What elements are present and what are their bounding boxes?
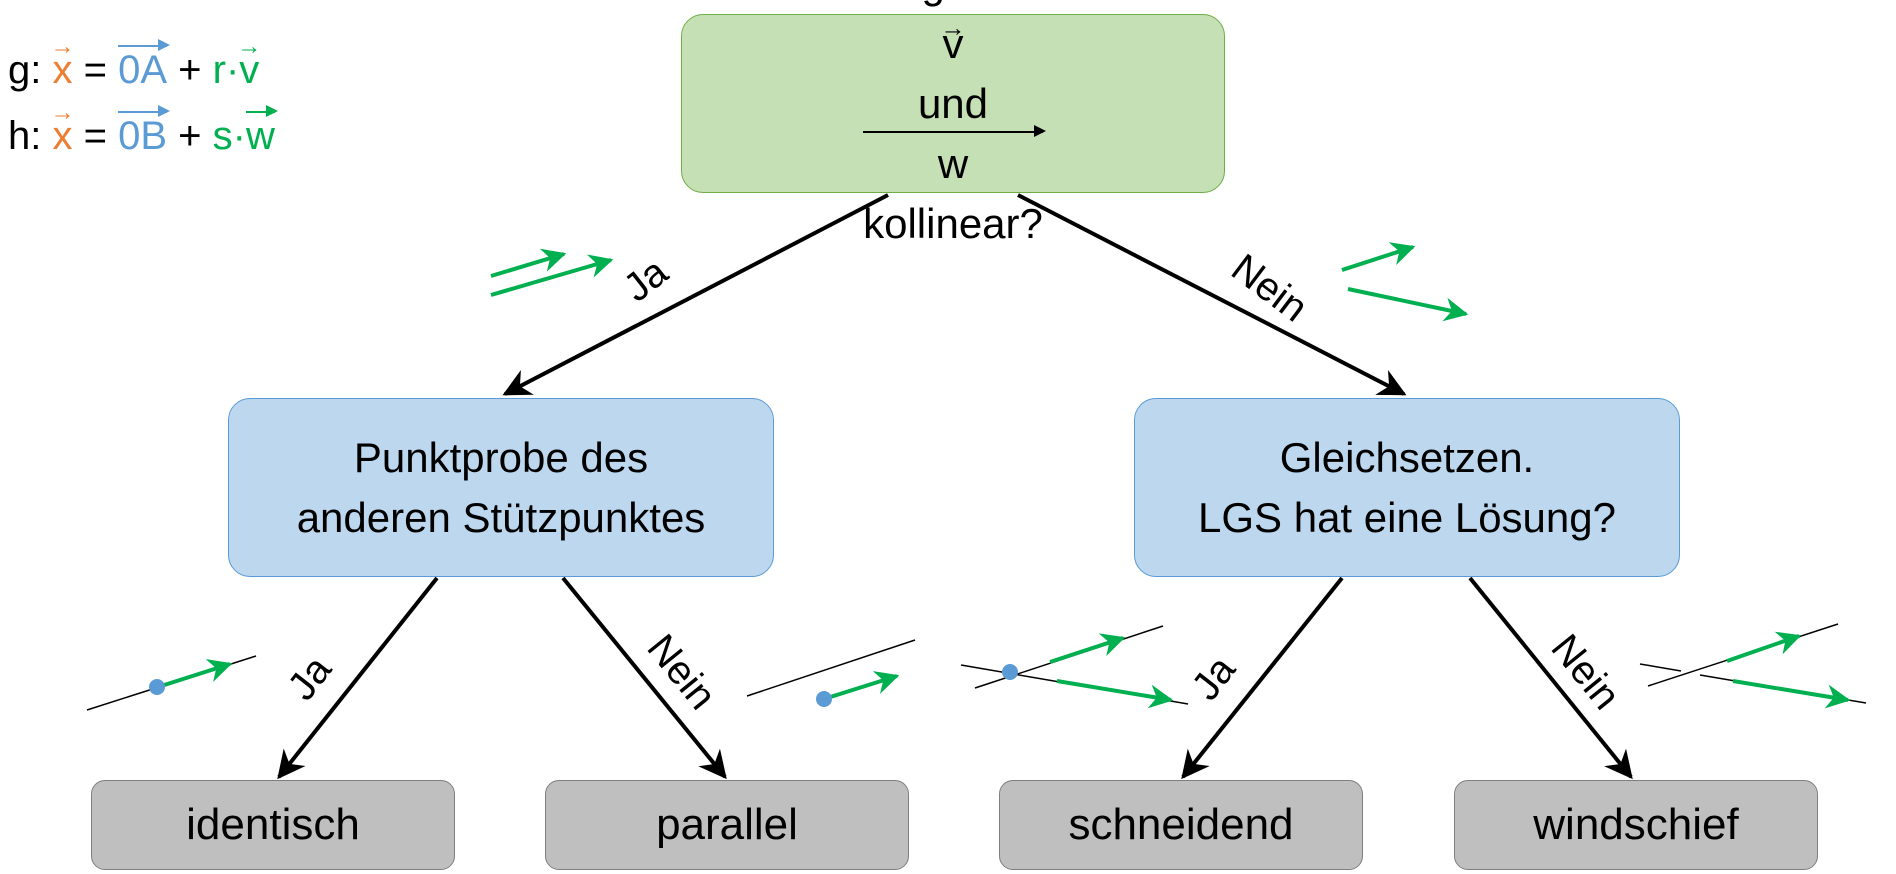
collinear-vectors-icon [490,248,614,297]
edge-left-identisch [277,576,439,780]
leaf-identisch: identisch [91,780,455,870]
skew-lines-icon [1639,623,1867,709]
x-vector: x [52,48,72,93]
edge-root-right [1017,193,1407,396]
equation-h: h: x = 0B + s·w [8,105,278,159]
direction-vector-v: v [239,48,259,93]
edge-root-left [502,193,889,396]
edge-right-windschief [1468,576,1633,780]
leaf-schneidend: schneidend [999,780,1363,870]
point-test-node: Punktprobe des anderen Stützpunktes [228,398,774,577]
equation-g: g: x = 0A + r·v [8,39,259,93]
edge-right-schneidend [1181,576,1344,780]
edge-left-parallel [561,576,727,780]
direction-vector-w: w [245,105,278,158]
parallel-lines-icon [746,639,916,707]
position-vector-a: 0A [118,39,170,92]
identical-lines-icon [86,655,257,711]
vector-w: w [863,124,1046,194]
position-vector-b: 0B [118,105,170,158]
x-vector: x [52,114,72,159]
equation-system-node: Gleichsetzen. LGS hat eine Lösung? [1134,398,1680,577]
leaf-windschief: windschief [1454,780,1818,870]
root-node: Richtungsvektoren v und w kollinear? [681,0,1225,247]
vector-v: v [779,14,1127,74]
non-collinear-vectors-icon [1341,242,1469,322]
leaf-parallel: parallel [545,780,909,870]
intersecting-lines-icon [960,625,1189,709]
